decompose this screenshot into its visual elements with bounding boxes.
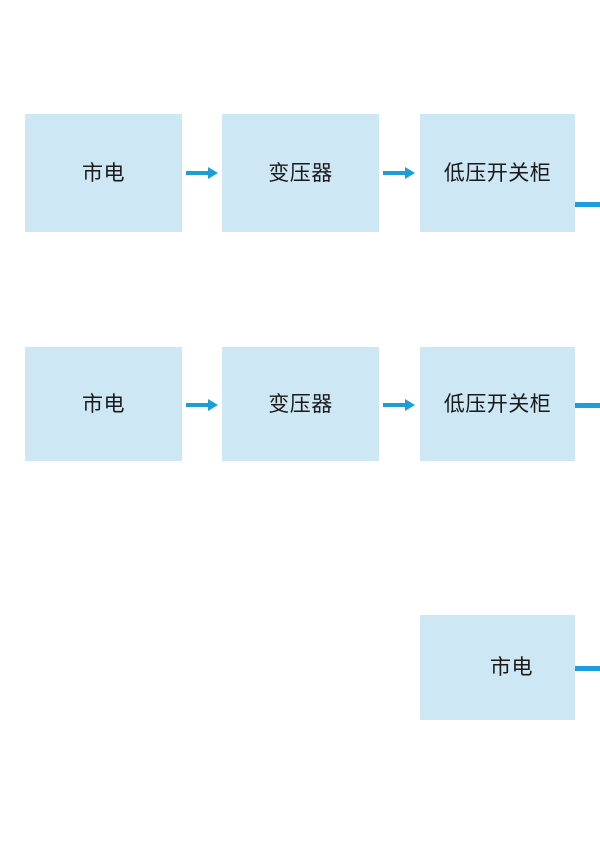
flow-connector-stub-3 xyxy=(575,666,600,671)
flow-node-label: 变压器 xyxy=(268,391,333,416)
flow-node-transformer-2[interactable]: 变压器 xyxy=(222,347,379,461)
flow-node-label: 市电 xyxy=(82,160,125,185)
flow-node-label: 市电 xyxy=(490,655,533,679)
arrow-head-icon xyxy=(405,399,415,411)
arrow-head-icon xyxy=(208,399,218,411)
arrow-head-icon xyxy=(405,167,415,179)
flow-node-lv-switchgear-1[interactable]: 低压开关柜 xyxy=(420,114,575,232)
flow-connector-stub-1 xyxy=(575,202,600,207)
arrow-head-icon xyxy=(208,167,218,179)
arrow-shaft xyxy=(383,171,407,175)
flow-node-label: 市电 xyxy=(82,391,125,416)
flow-node-mains-1[interactable]: 市电 xyxy=(25,114,182,232)
flow-node-transformer-1[interactable]: 变压器 xyxy=(222,114,379,232)
arrow-shaft xyxy=(383,403,407,407)
arrow-shaft xyxy=(186,171,210,175)
flow-node-mains-2[interactable]: 市电 xyxy=(25,347,182,461)
flow-connector-stub-2 xyxy=(575,403,600,408)
flow-node-label: 低压开关柜 xyxy=(443,391,552,416)
arrow-shaft xyxy=(186,403,210,407)
flow-node-lv-switchgear-2[interactable]: 低压开关柜 xyxy=(420,347,575,461)
flow-node-label: 变压器 xyxy=(268,160,333,185)
flow-node-mains-3[interactable]: 市电 xyxy=(420,615,575,720)
flow-node-label: 低压开关柜 xyxy=(443,160,552,185)
